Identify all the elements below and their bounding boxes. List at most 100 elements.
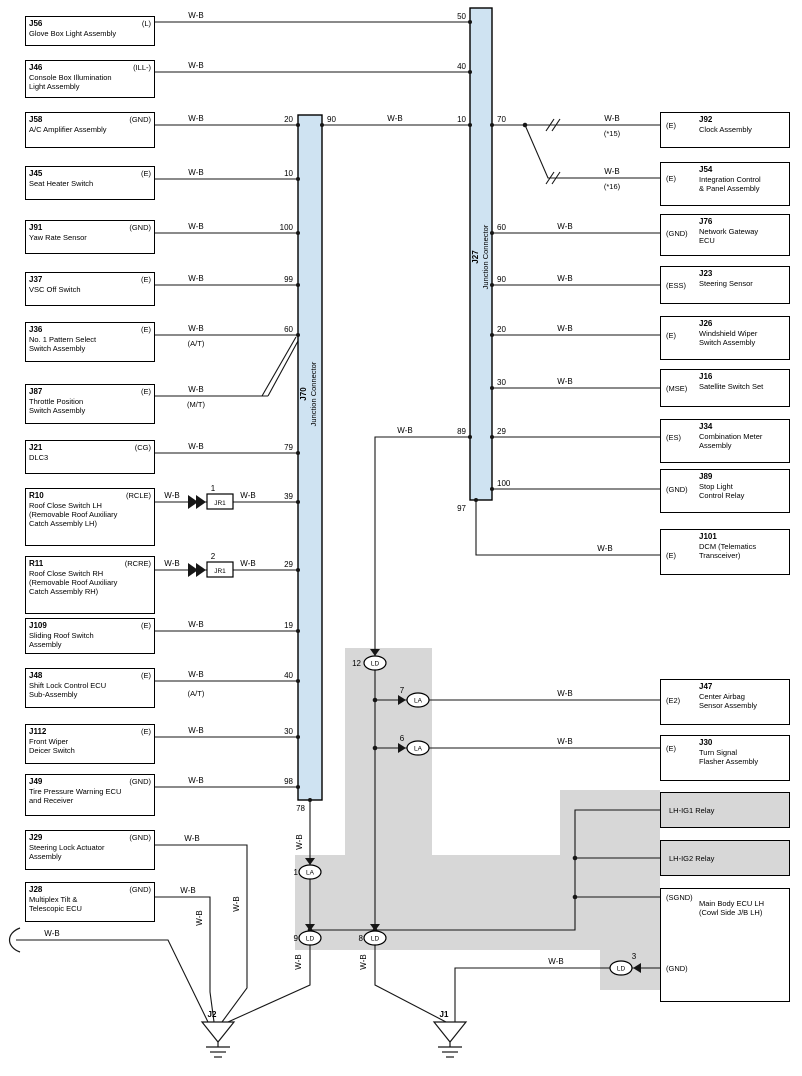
terminal-label: (E) xyxy=(141,387,151,396)
component-id: J112 xyxy=(29,727,47,736)
component-name: Clock Assembly xyxy=(699,124,752,134)
component-box-j109: J109(E) Sliding Roof Switch Assembly xyxy=(25,618,155,654)
connector-number: 7 xyxy=(400,686,405,695)
wire-note: (M/T) xyxy=(187,400,205,409)
wire-note: (A/T) xyxy=(188,689,205,698)
wire-label-vertical: W-B xyxy=(295,834,304,849)
component-name: DCM (Telematics xyxy=(699,541,757,551)
pin-label-j70: 90 xyxy=(327,115,336,124)
terminal-label: (GND) xyxy=(666,229,688,238)
component-box-r10: R10(RCLE) Roof Close Switch LH (Removabl… xyxy=(25,488,155,546)
pin-label-j70: 29 xyxy=(284,560,293,569)
component-box-j29: J29(GND) Steering Lock Actuator Assembly xyxy=(25,830,155,870)
pin-label-j70: 60 xyxy=(284,325,293,334)
jr1-pin-number: 1 xyxy=(211,484,216,493)
component-id: R11 xyxy=(29,559,44,568)
component-name: (Cowl Side J/B LH) xyxy=(699,908,763,917)
pin-label-j27: 30 xyxy=(497,378,506,387)
component-name: Sub-Assembly xyxy=(29,689,78,699)
connector-number: 1 xyxy=(294,868,299,877)
component-id: J89 xyxy=(699,472,713,481)
terminal-label: (GND) xyxy=(129,885,151,894)
junction-connector-j70-id: J70 xyxy=(299,387,308,401)
junction-connector-j27-bar xyxy=(469,7,493,501)
wire-label: W-B xyxy=(557,324,572,333)
connector-number: 6 xyxy=(400,734,405,743)
component-name: Multiplex Tilt & xyxy=(29,894,78,904)
connector-oval-label: LD xyxy=(306,936,315,943)
ground-symbol-j1 xyxy=(432,1021,468,1058)
wire-label: W-B xyxy=(397,426,412,435)
la7-oval xyxy=(406,692,430,708)
component-name: Windshield Wiper xyxy=(699,328,758,338)
wire-label: W-B xyxy=(188,61,203,70)
component-name: Switch Assembly xyxy=(29,343,86,353)
component-name: Seat Heater Switch xyxy=(29,178,94,188)
connector-oval-label: LD xyxy=(617,966,626,973)
component-name: DLC3 xyxy=(29,452,49,462)
connector-oval-label: LD xyxy=(371,936,380,943)
wire-note: (*16) xyxy=(604,182,621,191)
pin-label-j27: 60 xyxy=(497,223,506,232)
ground-symbol-j2 xyxy=(200,1021,236,1058)
terminal-label: (GND) xyxy=(666,964,688,973)
terminal-label: (ESS) xyxy=(666,281,687,290)
pin-label-j27: 89 xyxy=(457,427,466,436)
component-box-j47: (E2) J47 Center Airbag Sensor Assembly xyxy=(660,679,790,725)
terminal-label: (GND) xyxy=(129,833,151,842)
component-box-r11: R11(RCRE) Roof Close Switch RH (Removabl… xyxy=(25,556,155,614)
component-id: R10 xyxy=(29,491,44,500)
component-box-j49: J49(GND) Tire Pressure Warning ECU and R… xyxy=(25,774,155,816)
component-box-j76: (GND) J76 Network Gateway ECU xyxy=(660,214,790,256)
jr1-label: JR1 xyxy=(214,500,226,507)
component-name: Satellite Switch Set xyxy=(699,381,764,391)
component-box-j112: J112(E) Front Wiper Deicer Switch xyxy=(25,724,155,764)
component-id: J56 xyxy=(29,19,43,28)
component-id: J21 xyxy=(29,443,43,452)
jr1-chevron-arrows xyxy=(188,495,206,577)
terminal-label: (MSE) xyxy=(666,384,688,393)
wire-label: W-B xyxy=(188,114,203,123)
wire-label: W-B xyxy=(188,222,203,231)
jr1-connector-1 xyxy=(206,493,234,510)
component-id: J76 xyxy=(699,217,713,226)
pin-label-j70: 39 xyxy=(284,492,293,501)
component-name: Main Body ECU LH xyxy=(699,899,765,908)
relay-box-lh-ig2: LH-IG2 Relay xyxy=(660,840,790,876)
terminal-label: (ILL-) xyxy=(133,63,151,72)
connector-number: 8 xyxy=(359,934,364,943)
pin-label-j27: 10 xyxy=(457,115,466,124)
component-box-j16: (MSE) J16 Satellite Switch Set xyxy=(660,369,790,407)
component-name: Assembly xyxy=(29,639,62,649)
component-box-j46: J46(ILL-) Console Box Illumination Light… xyxy=(25,60,155,98)
component-id: J47 xyxy=(699,682,713,691)
pin-label-j70: 99 xyxy=(284,275,293,284)
component-id: J91 xyxy=(29,223,43,232)
component-box-j28: J28(GND) Multiplex Tilt & Telescopic ECU xyxy=(25,882,155,922)
wire-label: W-B xyxy=(184,834,199,843)
component-name: Glove Box Light Assembly xyxy=(29,28,117,38)
component-name: Switch Assembly xyxy=(29,405,86,415)
component-box-j54: (E) J54 Integration Control & Panel Asse… xyxy=(660,162,790,206)
jr1-connector-2 xyxy=(206,561,234,578)
jr1-pin-number: 2 xyxy=(211,552,216,561)
component-name: Steering Lock Actuator xyxy=(29,842,105,852)
component-box-j21: J21(CG) DLC3 xyxy=(25,440,155,474)
component-box-j45: J45(E) Seat Heater Switch xyxy=(25,166,155,200)
pin-label-j27: 90 xyxy=(497,275,506,284)
component-box-j91: J91(GND) Yaw Rate Sensor xyxy=(25,220,155,254)
component-name: & Panel Assembly xyxy=(699,183,760,193)
wire-label: W-B xyxy=(557,222,572,231)
relay-name: LH-IG1 Relay xyxy=(669,805,715,815)
connector-oval-label: LA xyxy=(306,870,315,877)
pin-label-j70: 19 xyxy=(284,621,293,630)
component-name: Console Box Illumination xyxy=(29,72,112,82)
component-id: J92 xyxy=(699,115,713,124)
wire-note: (A/T) xyxy=(188,339,205,348)
terminal-label: (E) xyxy=(141,671,151,680)
terminal-label: (GND) xyxy=(129,223,151,232)
component-id: J87 xyxy=(29,387,43,396)
terminal-label: (E) xyxy=(141,169,151,178)
wire-label: W-B xyxy=(188,324,203,333)
